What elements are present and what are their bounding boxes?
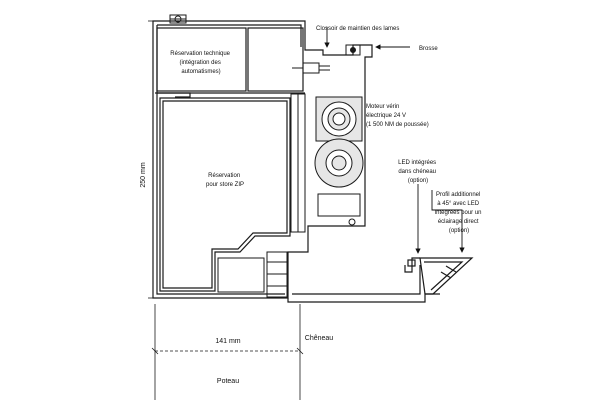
poteau-label: Poteau <box>217 378 239 385</box>
width-dimension-label: 141 mm <box>215 338 240 345</box>
width-dimension-line <box>151 304 304 400</box>
cheneau-label: Chêneau <box>305 335 334 342</box>
main-profile-outline <box>152 20 373 299</box>
brosse-label: Brosse <box>419 46 438 52</box>
leader-lines <box>324 27 465 254</box>
motor-bolt <box>292 62 330 74</box>
reservation-store-box <box>159 97 291 292</box>
profil-label: Profil additionnel à 45° avec LED intégr… <box>435 192 483 234</box>
reservation-technique-label: Réservation technique (intégration des a… <box>170 51 231 75</box>
reservation-technique-box <box>155 27 305 98</box>
reservation-store-label: Réservation pour store ZIP <box>206 173 244 188</box>
led-label: LED intégrées dans chéneau (option) <box>398 160 438 184</box>
height-dimension-line <box>148 20 158 299</box>
top-fixing-screw <box>169 14 187 24</box>
moteur-label: Moteur vérin électrique 24 V (1 500 NM d… <box>366 104 429 128</box>
motor-actuator <box>314 96 364 226</box>
led-profile-45 <box>419 257 474 295</box>
cheneau-gutter <box>287 257 440 303</box>
height-dimension-label: 250 mm <box>140 162 147 187</box>
side-channel <box>217 93 306 298</box>
clossoir-label: Clossoir de maintien des lames <box>316 26 399 32</box>
clossoir-slot <box>345 44 361 56</box>
